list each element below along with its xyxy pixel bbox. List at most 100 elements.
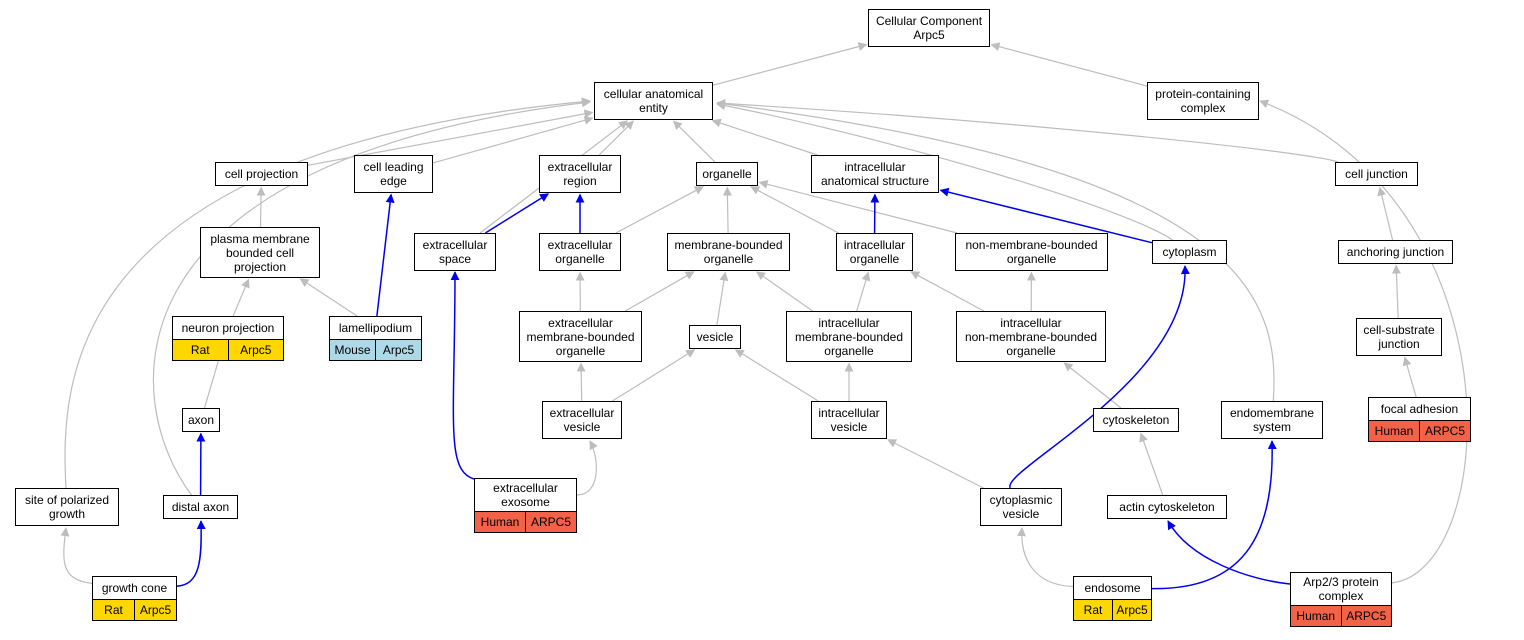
gene-label: ARPC5 (525, 512, 576, 532)
node-cae[interactable]: cellular anatomical entity (594, 82, 713, 120)
edge-part-of-extracellular-space-to-extracellular-region (485, 193, 550, 234)
edge-is-a-intracellular-organelle-to-organelle (750, 186, 839, 234)
edge-is-a-distal-axon-to-cae (152, 98, 591, 496)
node-cell-substrate-junction[interactable]: cell-substrate junction (1356, 318, 1442, 356)
node-extracellular-space[interactable]: extracellular space (414, 233, 496, 271)
node-cytoskeleton[interactable]: cytoskeleton (1093, 408, 1179, 432)
node-int-mbo[interactable]: intracellular membrane-bounded organelle (786, 311, 912, 362)
node-intracellular-organelle[interactable]: intracellular organelle (836, 233, 913, 271)
annotation-badge-arp23: Human ARPC5 (1290, 605, 1392, 627)
node-axon[interactable]: axon (182, 408, 220, 432)
edge-part-of-cytoplasm-to-ias (939, 187, 1153, 244)
species-label: Human (480, 515, 520, 529)
edge-is-a-actin-cytoskeleton-to-cytoskeleton (1139, 432, 1164, 496)
node-ias[interactable]: intracellular anatomical structure (811, 155, 939, 193)
edge-is-a-int-mbo-to-membrane-bounded-organelle (756, 271, 813, 312)
node-cytoplasm[interactable]: cytoplasm (1152, 240, 1227, 264)
annotation-badge-extracellular-exosome: Human ARPC5 (474, 511, 577, 533)
edge-part-of-extracellular-exosome-to-extracellular-space (450, 271, 475, 480)
gene-label: Arpc5 (134, 600, 176, 620)
edge-layer (60, 42, 1468, 590)
node-lamellipodium[interactable]: lamellipodium (329, 316, 422, 340)
edge-is-a-cae-to-cc-root (712, 42, 868, 86)
species-label: Rat (1083, 603, 1103, 617)
edge-is-a-cytoplasmic-vesicle-to-intracellular-vesicle (887, 439, 984, 489)
species-label: Human (1296, 609, 1336, 623)
node-pmbcp[interactable]: plasma membrane bounded cell projection (200, 227, 320, 278)
node-cell-projection[interactable]: cell projection (215, 162, 308, 186)
node-site-polarized-growth[interactable]: site of polarized growth (15, 488, 119, 526)
annotation-badge-growth-cone: Rat Arpc5 (92, 599, 177, 621)
edge-is-a-non-membrane-bounded-organelle-to-organelle (758, 179, 958, 234)
species-label: Human (1374, 424, 1414, 438)
edge-is-a-extracellular-organelle-to-organelle (615, 186, 704, 234)
node-cell-leading-edge[interactable]: cell leading edge (354, 155, 433, 193)
species-label: Mouse (334, 343, 371, 357)
edge-is-a-pmbcp-to-cell-projection (256, 186, 266, 228)
edge-is-a-site-polarized-growth-to-cae (64, 97, 591, 489)
edge-part-of-endosome-to-endomembrane-system (1151, 440, 1277, 590)
edge-is-a-cell-substrate-junction-to-anchoring-junction (1391, 264, 1401, 319)
edge-is-a-endosome-to-cytoplasmic-vesicle (1017, 527, 1074, 588)
node-ext-mbo[interactable]: extracellular membrane-bounded organelle (519, 311, 642, 362)
node-vesicle[interactable]: vesicle (689, 325, 741, 349)
node-growth-cone[interactable]: growth cone (92, 576, 177, 600)
node-cc-root[interactable]: Cellular Component Arpc5 (868, 9, 990, 47)
edge-is-a-extracellular-vesicle-to-vesicle (612, 349, 696, 402)
node-cell-junction[interactable]: cell junction (1335, 162, 1418, 186)
edge-is-a-pcc-to-cc-root (990, 42, 1148, 87)
node-neuron-projection[interactable]: neuron projection (172, 316, 284, 340)
gene-label: Arpc5 (1112, 600, 1151, 620)
edge-is-a-growth-cone-to-site-polarized-growth (60, 527, 93, 584)
node-membrane-bounded-organelle[interactable]: membrane-bounded organelle (667, 233, 790, 271)
node-extracellular-vesicle[interactable]: extracellular vesicle (542, 401, 622, 439)
gene-label: Arpc5 (375, 340, 421, 360)
gene-label: ARPC5 (1340, 606, 1392, 626)
edge-is-a-int-mbo-to-intracellular-organelle (856, 271, 871, 312)
edge-is-a-cytoskeleton-to-int-nmbo (1063, 362, 1122, 409)
edge-is-a-extracellular-vesicle-to-ext-mbo (576, 362, 586, 402)
node-distal-axon[interactable]: distal axon (163, 495, 238, 519)
edge-is-a-int-nmbo-to-intracellular-organelle (910, 271, 985, 312)
node-intracellular-vesicle[interactable]: intracellular vesicle (811, 401, 887, 439)
node-arp23[interactable]: Arp2/3 protein complex (1290, 572, 1392, 606)
edge-is-a-extracellular-exosome-to-extracellular-vesicle (576, 440, 598, 496)
node-cytoplasmic-vesicle[interactable]: cytoplasmic vesicle (980, 488, 1062, 526)
gene-label: Arpc5 (227, 340, 284, 360)
node-int-nmbo[interactable]: intracellular non-membrane-bounded organ… (956, 311, 1106, 362)
node-pcc[interactable]: protein-containing complex (1147, 82, 1259, 120)
node-endomembrane-system[interactable]: endomembrane system (1221, 401, 1323, 439)
node-focal-adhesion[interactable]: focal adhesion (1368, 397, 1471, 421)
annotation-badge-lamellipodium: Mouse Arpc5 (329, 339, 422, 361)
edge-is-a-organelle-to-cae (673, 120, 716, 163)
node-anchoring-junction[interactable]: anchoring junction (1338, 240, 1453, 264)
edge-is-a-cell-junction-to-cae (716, 98, 1339, 163)
node-extracellular-organelle[interactable]: extracellular organelle (539, 233, 621, 271)
node-non-membrane-bounded-organelle[interactable]: non-membrane-bounded organelle (955, 233, 1108, 271)
edge-is-a-intracellular-vesicle-to-vesicle (734, 349, 819, 402)
edge-is-a-cytoplasm-to-cae (716, 101, 1173, 241)
edge-part-of-growth-cone-to-distal-axon (176, 520, 206, 587)
annotation-badge-focal-adhesion: Human ARPC5 (1368, 420, 1471, 442)
edge-is-a-endomembrane-system-to-cae (716, 99, 1275, 402)
annotation-badge-endosome: Rat Arpc5 (1073, 599, 1152, 621)
edge-is-a-anchoring-junction-to-cell-junction (1377, 186, 1394, 241)
edge-is-a-membrane-bounded-organelle-to-organelle (722, 186, 732, 234)
species-label: Rat (104, 603, 123, 617)
gene-label: ARPC5 (1419, 421, 1470, 441)
edge-is-a-arp23-to-pcc (1259, 99, 1468, 584)
node-actin-cytoskeleton[interactable]: actin cytoskeleton (1107, 495, 1227, 519)
node-organelle[interactable]: organelle (696, 162, 758, 186)
edge-part-of-cytoplasmic-vesicle-to-cytoplasm (1009, 265, 1190, 489)
edge-is-a-neuron-projection-to-pmbcp (232, 278, 250, 317)
edge-part-of-arp23-to-actin-cytoskeleton (1167, 520, 1291, 585)
node-endosome[interactable]: endosome (1073, 576, 1152, 600)
edge-is-a-focal-adhesion-to-cell-substrate-junction (1402, 356, 1417, 398)
edge-is-a-cell-leading-edge-to-cae (432, 115, 594, 164)
node-extracellular-exosome[interactable]: extracellular exosome (474, 478, 577, 512)
edge-is-a-lamellipodium-to-pmbcp (299, 278, 358, 317)
node-extracellular-region[interactable]: extracellular region (539, 155, 621, 193)
edge-is-a-vesicle-to-membrane-bounded-organelle (716, 271, 729, 326)
